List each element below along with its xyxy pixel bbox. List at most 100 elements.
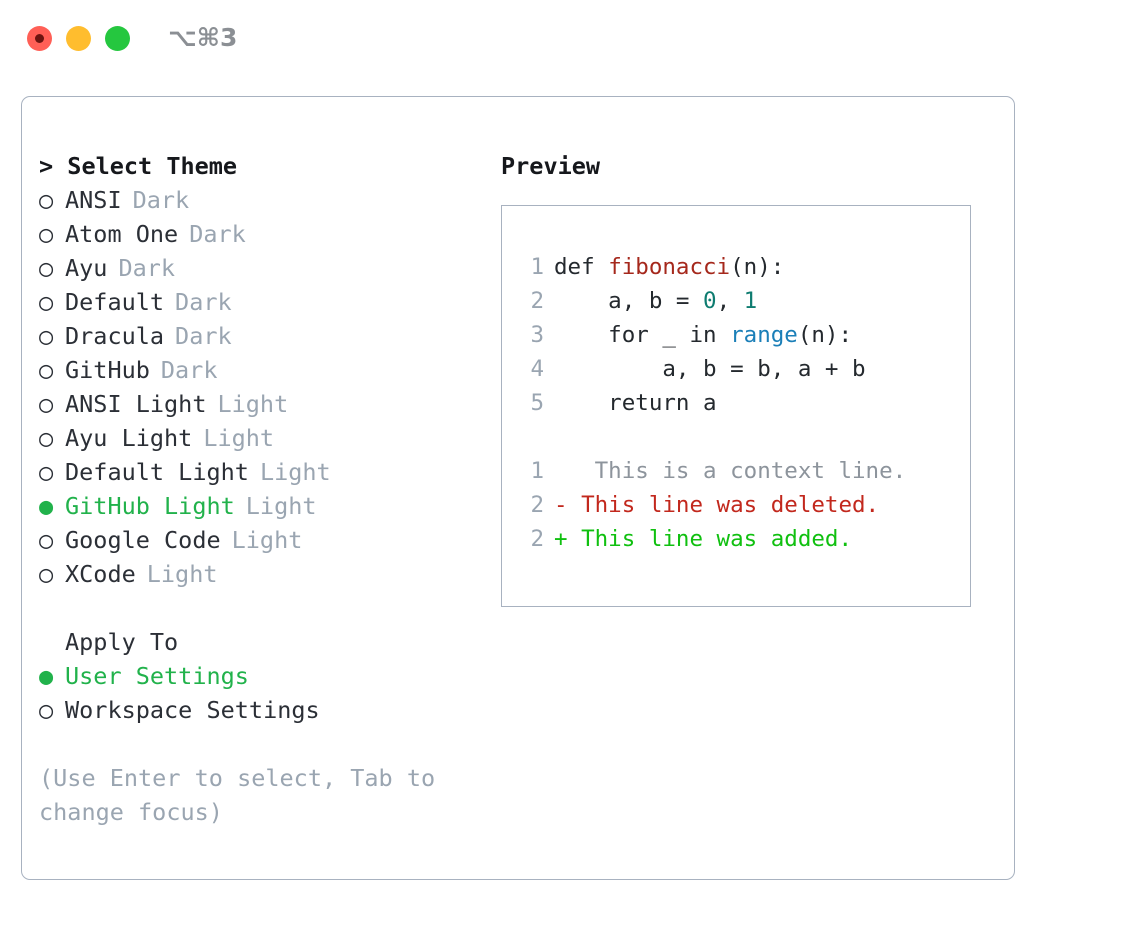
radio-selected-icon: ● [39,662,54,690]
code-token-plain: a, b = b, a + b [554,356,866,382]
traffic-lights [27,26,130,51]
keyboard-hint-text: (Use Enter to select, Tab to change focu… [39,764,436,826]
radio-unselected-icon: ○ [39,526,54,554]
apply-to-option-label: Workspace Settings [65,696,320,724]
code-token-num: 0 [703,288,717,314]
close-button[interactable] [27,26,52,51]
line-number: 2 [530,526,544,552]
theme-option-label: GitHub [65,356,150,384]
code-token-num: 1 [743,288,758,314]
code-token-plain: a, b = [554,288,704,314]
theme-option-label: Default [65,288,165,316]
theme-option-label: Ayu [65,254,108,282]
diff-line-added: 2+ This line was added. [518,522,906,556]
code-token-plain: (n): [730,254,785,280]
code-diff-separator [518,420,906,454]
apply-to-option-list[interactable]: ● User Settings ○ Workspace Settings [39,659,479,727]
radio-unselected-icon: ○ [39,220,54,248]
radio-unselected-icon: ○ [39,186,54,214]
diff-sign: - [554,492,568,518]
apply-to-header: Apply To [65,628,179,656]
code-line: 1 def fibonacci(n): [518,250,906,284]
line-number: 3 [530,322,544,348]
title-bar: ⌥⌘3 [0,0,1140,78]
theme-option-variant: Light [146,560,218,588]
keyboard-shortcut-label: ⌥⌘3 [168,23,238,52]
line-number: 4 [530,356,544,382]
theme-option-label: ANSI Light [65,390,207,418]
theme-option-default[interactable]: ○ Default Dark [39,285,479,319]
code-token-plain: def [554,254,609,280]
code-line: 5 return a [518,386,906,420]
diff-text: This line was deleted. [567,492,880,518]
code-token-plain: , [716,288,744,314]
theme-option-variant: Dark [189,220,246,248]
theme-option-variant: Light [203,424,275,452]
radio-unselected-icon: ○ [39,560,54,588]
line-number: 5 [530,390,544,416]
theme-option-label: Google Code [65,526,221,554]
theme-option-label: Ayu Light [65,424,193,452]
theme-option-variant: Light [245,492,317,520]
theme-option-xcode[interactable]: ○ XCode Light [39,557,479,591]
theme-option-label: Atom One [65,220,179,248]
theme-option-label: Dracula [65,322,165,350]
theme-option-variant: Dark [175,322,232,350]
diff-sign [554,458,568,484]
theme-option-dracula[interactable]: ○ Dracula Dark [39,319,479,353]
theme-option-ayu-light[interactable]: ○ Ayu Light Light [39,421,479,455]
diff-text: This line was added. [567,526,853,552]
code-line: 3 for _ in range(n): [518,318,906,352]
code-token-func: fibonacci [608,254,731,280]
theme-option-label: XCode [65,560,136,588]
radio-unselected-icon: ○ [39,288,54,316]
code-line: 4 a, b = b, a + b [518,352,906,386]
line-number: 1 [530,254,544,280]
theme-option-variant: Dark [132,186,190,214]
theme-option-label: GitHub Light [65,492,235,520]
maximize-button[interactable] [105,26,130,51]
line-number: 1 [530,458,544,484]
theme-option-github-light[interactable]: ● GitHub Light Light [39,489,479,523]
apply-to-option-user-settings[interactable]: ● User Settings [39,659,479,693]
radio-unselected-icon: ○ [39,322,54,350]
code-token-call: range [730,322,798,348]
radio-unselected-icon: ○ [39,458,54,486]
radio-unselected-icon: ○ [39,424,54,452]
code-token-plain: return a [554,390,717,416]
apply-to-option-workspace-settings[interactable]: ○ Workspace Settings [39,693,479,727]
radio-unselected-icon: ○ [39,390,54,418]
code-token-plain: for _ in [554,322,731,348]
diff-line-context: 1 This is a context line. [518,454,906,488]
theme-option-variant: Dark [118,254,176,282]
radio-selected-icon: ● [39,492,54,520]
diff-text: This is a context line. [567,458,907,484]
theme-option-google-code[interactable]: ○ Google Code Light [39,523,479,557]
code-token-plain: (n): [797,322,853,348]
code-line: 2 a, b = 0, 1 [518,284,906,318]
theme-option-variant: Light [231,526,303,554]
line-number: 2 [530,288,544,314]
theme-option-variant: Dark [175,288,232,316]
theme-option-atom-one[interactable]: ○ Atom One Dark [39,217,479,251]
theme-option-ayu[interactable]: ○ Ayu Dark [39,251,479,285]
apply-to-option-label: User Settings [65,662,249,690]
theme-option-variant: Dark [160,356,218,384]
select-theme-header: > Select Theme [39,152,238,180]
theme-option-ansi-light[interactable]: ○ ANSI Light Light [39,387,479,421]
diff-line-deleted: 2- This line was deleted. [518,488,906,522]
radio-unselected-icon: ○ [39,696,54,724]
minimize-button[interactable] [66,26,91,51]
radio-unselected-icon: ○ [39,254,54,282]
theme-option-variant: Light [217,390,289,418]
